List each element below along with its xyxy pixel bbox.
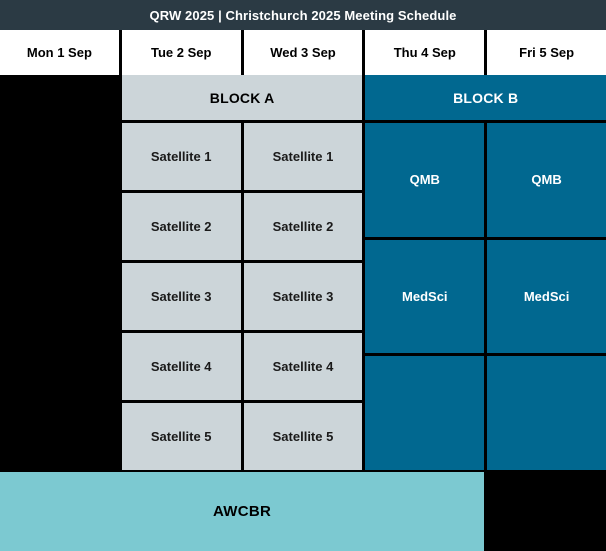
title-bar: QRW 2025 | Christchurch 2025 Meeting Sch… bbox=[0, 0, 606, 30]
cell-wed-satellite-5: Satellite 5 bbox=[243, 403, 363, 470]
day-header-tue: Tue 2 Sep bbox=[121, 30, 241, 75]
cell-fri-empty bbox=[487, 356, 606, 470]
awcbr-label: AWCBR bbox=[213, 503, 272, 520]
awcbr-band: AWCBR bbox=[0, 472, 485, 551]
day-header-fri: Fri 5 Sep bbox=[487, 30, 606, 75]
day-header-mon: Mon 1 Sep bbox=[0, 30, 119, 75]
footer-row: AWCBR bbox=[0, 470, 606, 551]
cell-thu-medsci: MedSci bbox=[365, 239, 485, 354]
cell-tue-satellite-2: Satellite 2 bbox=[121, 193, 241, 260]
cell-tue-satellite-4: Satellite 4 bbox=[121, 333, 241, 400]
cell-fri-qmb: QMB bbox=[487, 123, 606, 237]
monday-empty-column bbox=[0, 75, 119, 470]
cell-wed-satellite-1: Satellite 1 bbox=[243, 123, 363, 190]
cell-tue-satellite-1: Satellite 1 bbox=[121, 123, 241, 190]
page-title: QRW 2025 | Christchurch 2025 Meeting Sch… bbox=[149, 7, 457, 23]
cell-thu-empty bbox=[365, 356, 485, 470]
cell-tue-satellite-5: Satellite 5 bbox=[121, 403, 241, 470]
cell-wed-satellite-3: Satellite 3 bbox=[243, 263, 363, 330]
cell-tue-satellite-3: Satellite 3 bbox=[121, 263, 241, 330]
day-header-row: Mon 1 Sep Tue 2 Sep Wed 3 Sep Thu 4 Sep … bbox=[0, 30, 606, 75]
cell-wed-satellite-4: Satellite 4 bbox=[243, 333, 363, 400]
day-header-thu: Thu 4 Sep bbox=[365, 30, 485, 75]
cell-wed-satellite-2: Satellite 2 bbox=[243, 193, 363, 260]
cell-thu-qmb: QMB bbox=[365, 123, 485, 237]
block-a-header: BLOCK A bbox=[121, 75, 363, 120]
block-b-header: BLOCK B bbox=[365, 75, 606, 120]
cell-fri-medsci: MedSci bbox=[487, 239, 606, 354]
friday-empty-block bbox=[487, 472, 606, 551]
schedule-grid: BLOCK A BLOCK B Satellite 1 Satellite 2 … bbox=[0, 75, 606, 470]
day-header-wed: Wed 3 Sep bbox=[243, 30, 363, 75]
